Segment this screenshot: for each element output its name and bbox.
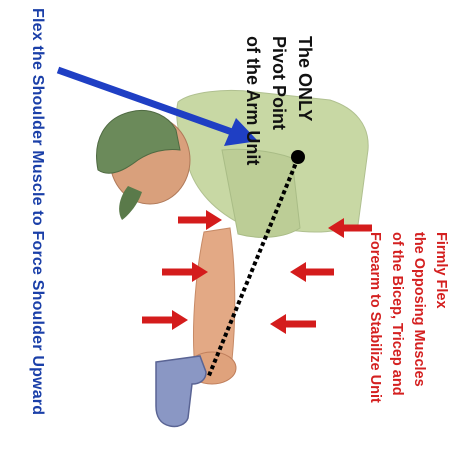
flex-line-2: the Opposing Muscles — [411, 232, 427, 387]
flex-muscles-label: Firmly Flex the Opposing Muscles of the … — [364, 232, 452, 403]
force-arrow-left-2 — [162, 262, 208, 282]
cap-brim — [119, 186, 142, 220]
pivot-line-1: The ONLY — [295, 36, 315, 122]
shirt-sleeve — [221, 148, 301, 238]
pistol-icon — [155, 355, 207, 428]
flex-line-3: of the Bicep, Tricep and — [389, 232, 405, 396]
cap-icon — [96, 110, 181, 174]
title-label: Flex the Shoulder Muscle to Force Should… — [29, 8, 46, 416]
pivot-label: The ONLY Pivot Point of the Arm Unit — [240, 36, 318, 165]
force-arrow-right-2 — [290, 262, 334, 282]
arm-axis-dotted-line — [206, 157, 300, 379]
pivot-line-2: Pivot Point — [269, 36, 289, 130]
shoulder-arrow-shaft — [56, 66, 234, 136]
flex-line-4: Forearm to Stabilize Unit — [367, 232, 383, 403]
pivot-line-3: of the Arm Unit — [243, 36, 263, 166]
force-arrows — [142, 210, 372, 334]
pivot-point-dot — [291, 150, 305, 164]
shoulder-arrow-head — [224, 118, 258, 146]
force-arrow-left-1 — [178, 210, 222, 230]
flex-line-1: Firmly Flex — [433, 232, 449, 309]
force-arrow-left-3 — [142, 310, 188, 330]
force-arrow-right-1 — [328, 218, 372, 238]
force-arrow-right-3 — [270, 314, 316, 334]
